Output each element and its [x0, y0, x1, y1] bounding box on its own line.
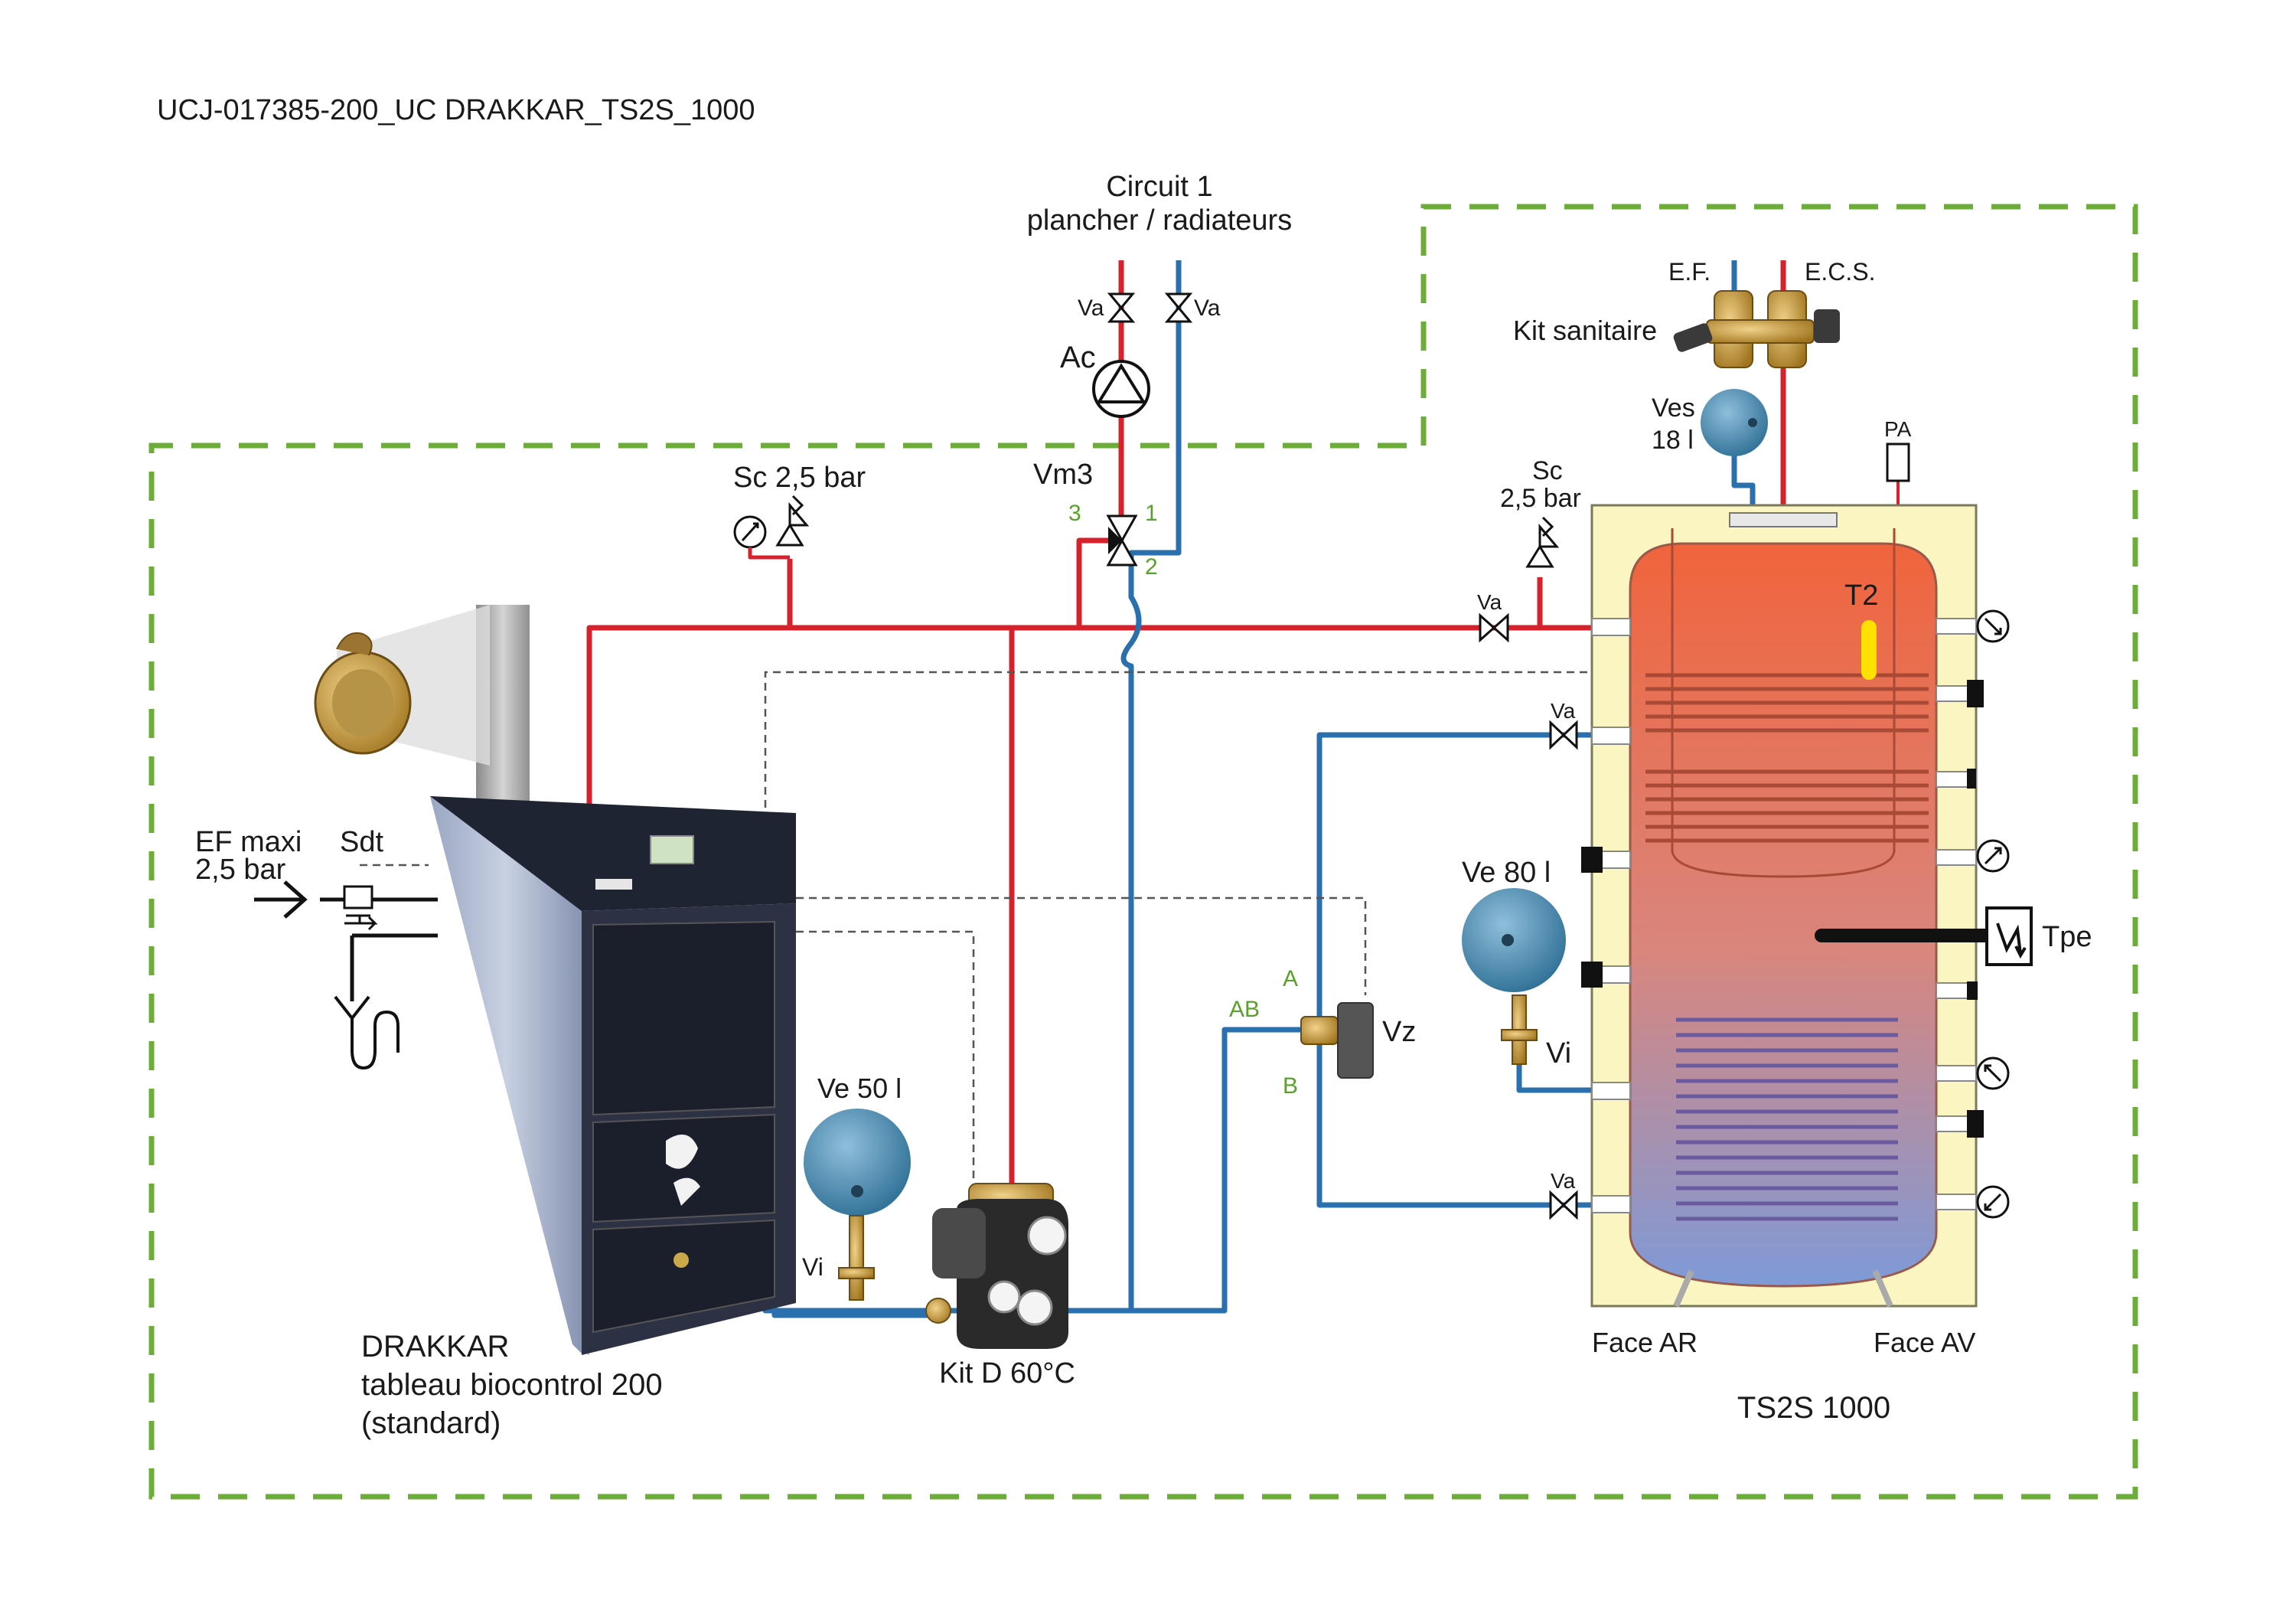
safety-valve-right-label-2: 2,5 bar [1500, 484, 1581, 513]
vz-port-ab-label: AB [1229, 997, 1260, 1022]
control-wire-kitd [796, 930, 975, 1187]
three-way-valve-icon [1106, 514, 1138, 567]
expansion-vessel-icon [1462, 888, 1566, 992]
air-vent-icon [1886, 442, 1910, 482]
svg-text:Va: Va [1551, 699, 1576, 723]
ves-label-1: Ves [1652, 394, 1695, 423]
boiler-name: DRAKKAR [361, 1330, 509, 1363]
ve50-label: Ve 50 l [817, 1073, 902, 1104]
expansion-vessel-icon [1701, 389, 1768, 456]
boiler-controller: tableau biocontrol 200 [361, 1368, 663, 1402]
svg-text:Va: Va [1194, 296, 1221, 321]
port-2-label: 2 [1145, 554, 1158, 580]
t2-label: T2 [1844, 580, 1878, 612]
boiler-body [430, 796, 796, 1355]
circulator-pump-icon [1092, 360, 1150, 418]
circuit-return-pipe [1120, 260, 1182, 1311]
sanitary-kit-label: Kit sanitaire [1513, 315, 1657, 346]
air-vent-label: PA [1884, 417, 1912, 441]
circuit-title: Circuit 1 [1106, 171, 1212, 203]
installation-zone-border [148, 204, 2138, 1500]
pressure-gauge-icon [733, 515, 767, 549]
safety-valve-icon [1525, 516, 1560, 568]
vz-upper-pipe [1316, 732, 1592, 1018]
safety-valve-right-label-1: Sc [1532, 456, 1563, 485]
tank-feet [1673, 1269, 1893, 1308]
tank-right-plugs [1967, 680, 1984, 1138]
svg-text:Va: Va [1477, 590, 1502, 614]
draught-regulator-icon [314, 632, 412, 755]
gate-valve-icon: Va [1477, 590, 1509, 643]
pressure-gauge-icon [1976, 839, 2010, 873]
upper-heat-exchanger-coil [1645, 673, 1929, 843]
face-ar-label: Face AR [1592, 1327, 1698, 1358]
circuit-subtitle: plancher / radiateurs [1027, 204, 1292, 237]
mixing-valve-port3-pipe [1076, 537, 1110, 628]
heater-label: Tpe [2042, 921, 2092, 953]
vz-port-a-label: A [1283, 966, 1298, 991]
thermometer-icon [1976, 1056, 2010, 1090]
drain-line [350, 933, 438, 1001]
ves-label-2: 18 l [1652, 426, 1694, 455]
boiler-version: (standard) [361, 1406, 501, 1440]
sanitary-kit-icon [1673, 290, 1840, 368]
drain-funnel-icon [334, 995, 400, 1070]
hot-supply-header [586, 625, 1592, 812]
mixing-valve-label: Vm3 [1033, 459, 1093, 491]
loading-unit-kit-d [925, 1183, 1068, 1349]
t2-sensor [1861, 620, 1877, 680]
ef-maxi-label-2: 2,5 bar [195, 854, 286, 886]
control-wire-vz [796, 896, 1367, 995]
tank-left-connections [1591, 618, 1631, 1213]
document-reference: UCJ-017385-200_UC DRAKKAR_TS2S_1000 [157, 94, 755, 126]
tank-label: TS2S 1000 [1737, 1391, 1890, 1425]
thermometer-icon [1976, 609, 2010, 643]
ve80-vi-label: Vi [1546, 1037, 1571, 1069]
lower-heat-exchanger-coil [1676, 1017, 1898, 1221]
vz-label: Vz [1382, 1016, 1416, 1048]
ve80-pipe [1516, 1064, 1592, 1093]
sdt-label: Sdt [340, 826, 383, 858]
gate-valve-icon: Va [1164, 292, 1221, 323]
cold-water-label: E.F. [1668, 258, 1711, 286]
vz-lower-pipe [1316, 1041, 1592, 1208]
ef-maxi-label-1: EF maxi [195, 826, 302, 858]
control-wire-tank [764, 671, 1630, 821]
port-3-label: 3 [1068, 501, 1081, 526]
tank-top-flange [1729, 512, 1838, 527]
svg-text:Va: Va [1551, 1169, 1576, 1193]
ecs-inner-tank [1671, 528, 1896, 878]
vz-port-b-label: B [1283, 1073, 1298, 1099]
ve80-label: Ve 80 l [1462, 857, 1551, 889]
isolation-valve-icon [1501, 994, 1538, 1065]
gate-valve-icon: Va [1549, 699, 1578, 750]
thermometer-icon [1976, 1185, 2010, 1219]
gauge-pipe [748, 547, 790, 560]
tank-left-plugs [1581, 847, 1603, 988]
safety-thermal-valve-icon [343, 885, 378, 931]
face-av-label: Face AV [1874, 1327, 1975, 1358]
ve50-vi-label: Vi [802, 1253, 823, 1281]
safety-valve-icon [775, 495, 810, 547]
hot-water-label: E.C.S. [1805, 258, 1875, 286]
safety-valve-left-label: Sc 2,5 bar [733, 462, 866, 494]
tank-right-connections [1936, 618, 1977, 1210]
svg-text:Va: Va [1078, 296, 1104, 321]
inlet-arrow-icon [254, 880, 308, 919]
ves-pipe [1731, 453, 1756, 511]
port-1-label: 1 [1145, 501, 1158, 526]
kit-d-label: Kit D 60°C [939, 1357, 1075, 1390]
electric-heater-icon [1985, 906, 2033, 966]
gate-valve-icon: Va [1078, 292, 1136, 323]
zone-valve-icon [1300, 1002, 1374, 1079]
gate-valve-icon: Va [1549, 1169, 1578, 1220]
expansion-vessel-icon [804, 1109, 911, 1216]
pump-label: Ac [1060, 341, 1096, 374]
isolation-valve-icon [838, 1215, 875, 1301]
